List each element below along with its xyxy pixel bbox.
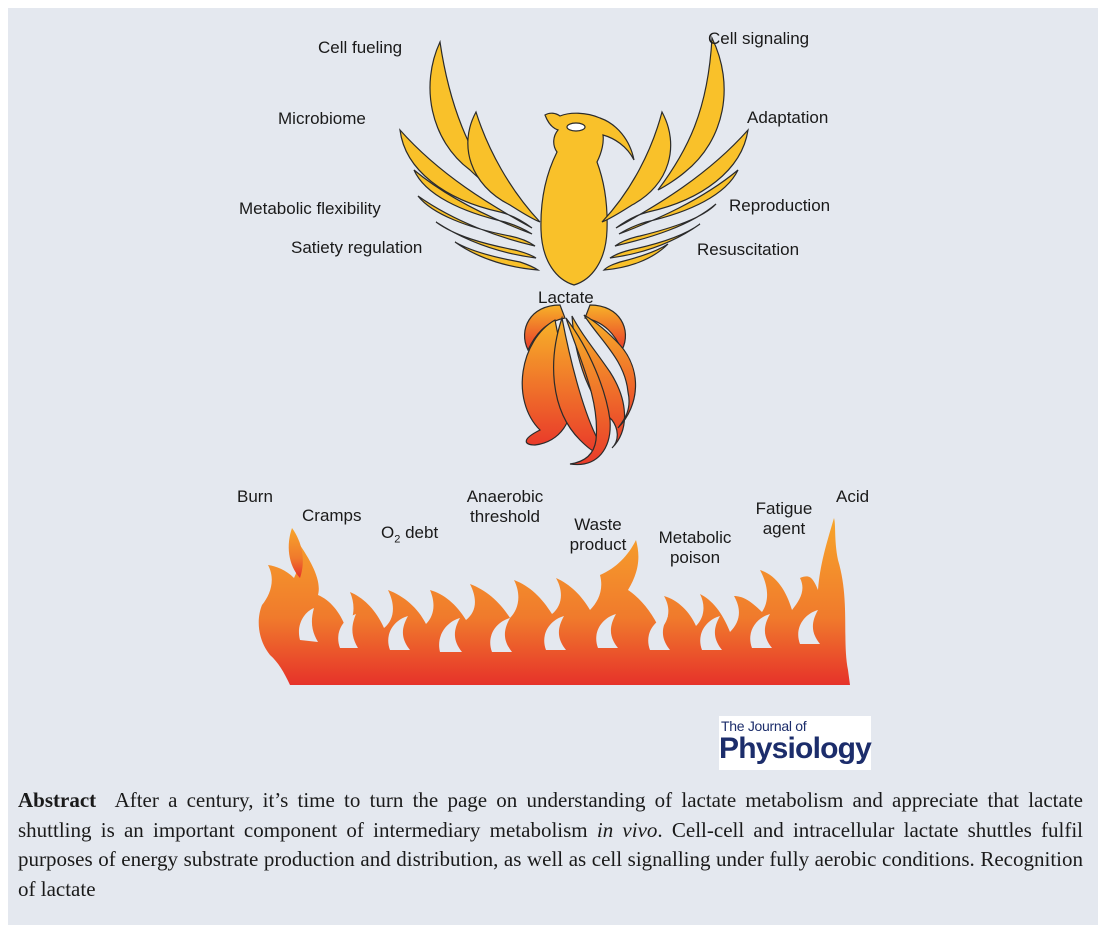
label-metabolic-flexibility: Metabolic flexibility [239,199,381,219]
label-acid: Acid [836,487,869,507]
left-wing [400,42,540,270]
label-cell-fueling: Cell fueling [318,38,402,58]
abstract-heading: Abstract [18,788,96,812]
journal-logo: The Journal of Physiology [719,716,871,770]
journal-logo-line2: Physiology [719,732,871,766]
fire-row [259,518,850,685]
phoenix-tail [522,305,635,465]
right-wing [602,38,748,270]
phoenix-body [541,113,634,285]
label-satiety-regulation: Satiety regulation [291,238,422,258]
label-burn: Burn [237,487,273,507]
label-cramps: Cramps [302,506,362,526]
label-reproduction: Reproduction [729,196,830,216]
abstract-italic: in vivo [597,818,658,842]
label-adaptation: Adaptation [747,108,828,128]
label-microbiome: Microbiome [278,109,366,129]
label-lactate: Lactate [538,288,594,308]
label-o2-debt: O2 debt [381,523,438,549]
abstract-paragraph: Abstract After a century, it’s time to t… [18,786,1083,904]
label-cell-signaling: Cell signaling [708,29,809,49]
label-resuscitation: Resuscitation [697,240,799,260]
